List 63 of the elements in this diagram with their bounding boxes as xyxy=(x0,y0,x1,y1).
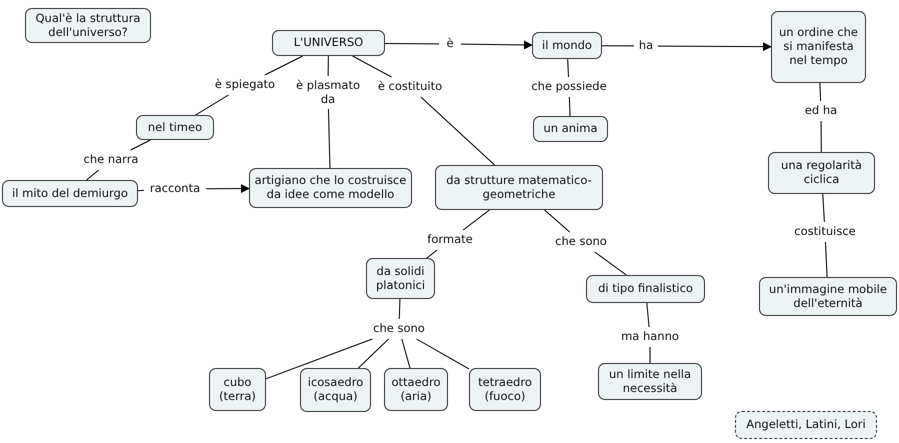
concept-box: tetraedro (fuoco) xyxy=(469,368,541,411)
concept-box: un ordine che si manifesta nel tempo xyxy=(771,11,866,83)
concept-box: un limite nella necessità xyxy=(598,363,702,400)
concept-box: il mito del demiurgo xyxy=(2,180,138,207)
concept-box: L'UNIVERSO xyxy=(272,30,385,56)
linking-phrase: ed ha xyxy=(801,103,841,119)
linking-phrase: racconta xyxy=(146,181,204,197)
connector-line xyxy=(195,94,230,116)
linking-phrase: costituisce xyxy=(790,224,860,240)
concept-box: un anima xyxy=(533,116,608,142)
concept-box: cubo (terra) xyxy=(209,368,266,411)
connector-line xyxy=(352,56,392,78)
connector-line xyxy=(820,120,822,152)
connector-line xyxy=(567,58,570,78)
connector-line xyxy=(416,338,470,370)
connector-line xyxy=(264,56,304,76)
linking-phrase: formate xyxy=(423,232,477,248)
connector-line xyxy=(426,250,438,258)
concept-box: una regolarità ciclica xyxy=(768,152,875,194)
linking-phrase: che sono xyxy=(551,234,611,250)
connector-line xyxy=(819,82,822,102)
author-box: Angeletti, Latini, Lori xyxy=(735,411,877,439)
connector-line xyxy=(86,170,100,180)
connector-line xyxy=(328,56,329,76)
concept-box: artigiano che lo costruisce da idee come modello xyxy=(249,168,412,208)
concept-box: da solidi platonici xyxy=(366,258,435,299)
linking-phrase: è costituito xyxy=(372,79,448,95)
linking-phrase: ha xyxy=(636,38,656,54)
connector-line xyxy=(384,42,440,44)
connector-line xyxy=(822,194,825,222)
connector-line xyxy=(824,242,828,278)
connector-line xyxy=(130,140,151,150)
linking-phrase: ma hanno xyxy=(617,329,683,345)
connector-line xyxy=(138,190,144,192)
connector-line xyxy=(646,302,650,328)
connector-line xyxy=(544,210,570,232)
connector-line xyxy=(328,108,330,168)
connector-line xyxy=(594,252,627,276)
connector-line xyxy=(568,96,571,116)
connector-line xyxy=(420,96,496,166)
connector-line xyxy=(602,45,634,46)
linking-phrase: è spiegato xyxy=(210,77,280,93)
concept-box: nel timeo xyxy=(136,115,214,140)
arrow xyxy=(658,42,772,52)
connector-line xyxy=(462,210,490,230)
linking-phrase: che narra xyxy=(79,152,143,168)
linking-phrase: è xyxy=(441,36,459,52)
concept-box: un'immagine mobile dell'eternità xyxy=(759,277,897,316)
linking-phrase: che sono xyxy=(368,321,430,337)
concept-box: il mondo xyxy=(532,32,602,59)
concept-box: da strutture matematico-geometriche xyxy=(435,165,603,210)
linking-phrase: che possiede xyxy=(526,79,612,95)
concept-box: di tipo finalistico xyxy=(586,275,705,303)
concept-box: icosaedro (acqua) xyxy=(300,368,371,412)
concept-box: Qual'è la struttura dell'universo? xyxy=(25,8,151,43)
connector-line xyxy=(401,338,410,368)
connector-line xyxy=(398,298,400,320)
arrow xyxy=(460,40,533,50)
connector-line xyxy=(358,338,390,368)
connector-line xyxy=(266,338,373,380)
linking-phrase: è plasmato da xyxy=(293,78,363,107)
arrow xyxy=(206,184,250,194)
concept-box: ottaedro (aria) xyxy=(384,368,448,411)
